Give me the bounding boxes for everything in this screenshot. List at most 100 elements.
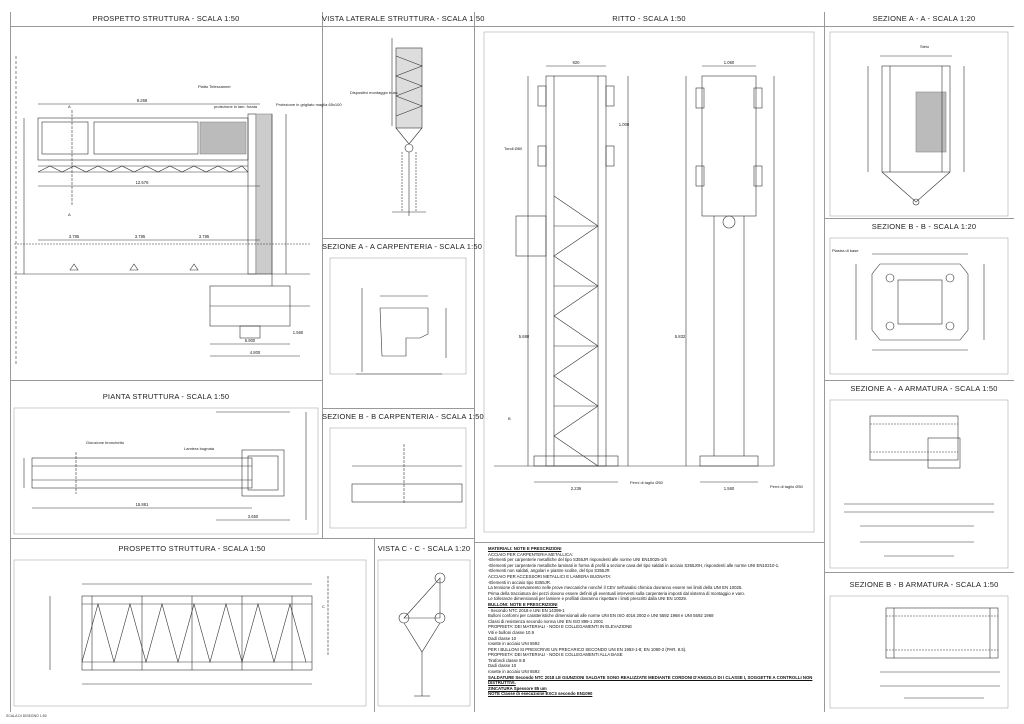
note-line: SALDATURE Secondo NTC 2018 LE GIUNZIONI … [488,674,813,686]
panel-title: SEZIONE B - B CARPENTERIA - SCALA 1:50 [322,412,484,421]
sezione-bb-drawing: Piastra di base [829,237,1009,375]
dim-1560-b: 1.560 [724,486,735,491]
note-line: ACCIAIO PER ACCESSORI METALLICI E LAMIER… [488,573,612,579]
label-giunzione: Giunzione bronchetto [86,440,125,445]
note-line: Le tolleranze dimensionali per lamiere e… [488,596,687,602]
note-line: NOTE Classe di esecuzione EXC3 secondo E… [488,691,593,697]
panel-prospetto-bottom: PROSPETTO STRUTTURA - SCALA 1:50 [10,538,374,712]
dim-1060: 1.060 [724,60,735,65]
panel-title: PROSPETTO STRUTTURA - SCALA 1:50 [118,544,266,553]
dim-2236: 2.236 [571,486,582,491]
section-marker-c: C [322,604,325,609]
dim-6900: 6.900 [245,338,256,343]
dim-9268: 9.268 [137,98,148,103]
divider [824,218,1014,219]
panel-sezione-aa-armatura: SEZIONE A - A ARMATURA - SCALA 1:50 [824,380,1024,570]
left-rule [10,12,11,712]
note-line: Tirafondi classe 8.8 [488,657,526,663]
note-line: ZINCATURA Spessore 85 um [488,685,547,691]
divider [374,538,375,712]
label-perni-2: Perni di taglio Ø50 [770,484,804,489]
dim-3785-b: 3.785 [135,234,146,239]
label-protezione2: Protezione in grigliato maglia 65x100 [276,102,342,107]
note-line: PER I BULLONI SI PRESCRIVE UN PRECARICO … [488,646,687,652]
dim-1000: 1.000 [619,122,630,127]
divider [474,12,475,712]
dim-5832: 5.832 [675,334,686,339]
panel-title: VISTA LATERALE STRUTTURA - SCALA 1:50 [322,14,485,23]
prospetto-top-drawing: 9.268 12.576 3.785 3.785 3.785 6.900 4.8… [14,56,342,366]
divider [322,238,474,239]
sezione-aa-arm-drawing [829,399,1009,569]
note-line: PROPRIETA' DEI MATERIALI - NODI E COLLEG… [488,624,633,630]
sezione-aa-drawing: Stelo [829,31,1009,217]
note-line: MATERIALI: NOTE E PRESCRIZIONI [488,546,562,551]
panel-sezione-bb-armatura: SEZIONE B - B ARMATURA - SCALA 1:50 [824,572,1024,712]
panel-sezione-bb: SEZIONE B - B - SCALA 1:20 [824,218,1024,378]
note-line: La tensione di snervamento nelle prove m… [488,585,743,591]
dim-920: 920 [573,60,581,65]
prospetto-bottom-drawing: C [13,559,367,707]
panel-title: RITTO - SCALA 1:50 [612,14,686,23]
sezione-bb-arm-drawing [829,595,1009,709]
dim-3785-c: 3.785 [199,234,210,239]
panel-title: SEZIONE B - B - SCALA 1:20 [871,222,977,231]
dim-5680: 5.680 [519,334,530,339]
vista-cc-drawing [377,559,471,707]
note-line: Prima della tracciatura dei pezzi dovono… [488,590,745,596]
divider [322,408,474,409]
dim-15881: 15.881 [136,502,149,507]
label-tondi: Tondi Ø80 [504,146,523,151]
note-line: -Elementi non saldati, angolari e piastr… [488,568,610,574]
divider [824,12,825,712]
dim-3650: 3.650 [248,514,259,519]
dim-12576: 12.576 [136,180,149,185]
note-line: Dadi classe 10 [488,663,517,669]
note-line: -Elementi per carpenterie metalliche lam… [488,562,780,568]
divider [824,380,1014,381]
label-piastra: Piastra di base [832,248,859,253]
label-dispositivi: Dispositivi montaggio truss [350,90,398,95]
panel-vista-laterale: VISTA LATERALE STRUTTURA - SCALA 1:50 [322,12,485,238]
panel-title: VISTA C - C - SCALA 1:20 [377,544,471,553]
ritto-drawing: 920 1.060 1.000 5.680 5.832 2.236 1.560 … [483,31,815,533]
panel-pianta: PIANTA STRUTTURA - SCALA 1:50 [10,380,322,538]
sezione-bb-carp-drawing [329,427,467,529]
panel-ritto: RITTO - SCALA 1:50 [474,12,824,542]
note-line: - Secondo NTC 2018 e UNI EN 14399-1 [488,607,565,613]
note-line: -Elementi per carpenterie metalliche del… [488,557,667,563]
panel-title: SEZIONE A - A - SCALA 1:20 [872,14,976,23]
note-line: PROPRIETA' DEI MATERIALI - NODI E COLLEG… [488,652,623,658]
footer-scale: SCALA DI DISEGNO 1:50 [6,714,47,718]
note-line: -Elementi in acciaio tipo S355JR. [488,579,552,585]
divider [10,380,322,381]
panel-title: PROSPETTO STRUTTURA - SCALA 1:50 [92,14,240,23]
section-marker-b: B [508,416,511,421]
note-line: Viti e bulloni classe 10.9 [488,629,535,635]
top-rule [10,26,1014,27]
note-line: rosette in acciaio UNI 6592 [488,641,540,647]
dim-4800: 4.800 [250,350,261,355]
note-line: ACCIAIO PER CARPENTERIA METALLICA: [488,551,574,557]
note-line: Classi di resistenza secondo norma UNI E… [488,618,604,624]
panel-sezione-bb-carpenteria: SEZIONE B - B CARPENTERIA - SCALA 1:50 [322,408,484,538]
label-piatto: Piatto Telescanner [198,84,232,89]
label-perni-1: Perni di taglio Ø50 [630,480,664,485]
label-protezione: protezione in lam. forata [214,104,258,109]
pianta-drawing: 15.881 3.650 Giunzione bronchetto Lamier… [13,407,319,535]
note-line: BULLONI: NOTE E PRESCRIZIONI [488,601,558,607]
label-lamiera: Lamiera bugnata [184,446,215,451]
panel-vista-cc: VISTA C - C - SCALA 1:20 [374,538,474,712]
panel-sezione-aa-carpenteria: SEZIONE A - A CARPENTERIA - SCALA 1:50 [322,238,482,408]
divider [474,542,824,543]
divider [322,12,323,538]
section-marker-a-bottom: A [68,212,71,217]
divider [824,572,1014,573]
panel-title: PIANTA STRUTTURA - SCALA 1:50 [102,392,230,401]
panel-sezione-aa: SEZIONE A - A - SCALA 1:20 [824,12,1024,222]
dim-1560: 1.560 [293,330,304,335]
section-marker-a-top: A [68,104,71,109]
sezione-aa-carp-drawing [329,257,467,375]
